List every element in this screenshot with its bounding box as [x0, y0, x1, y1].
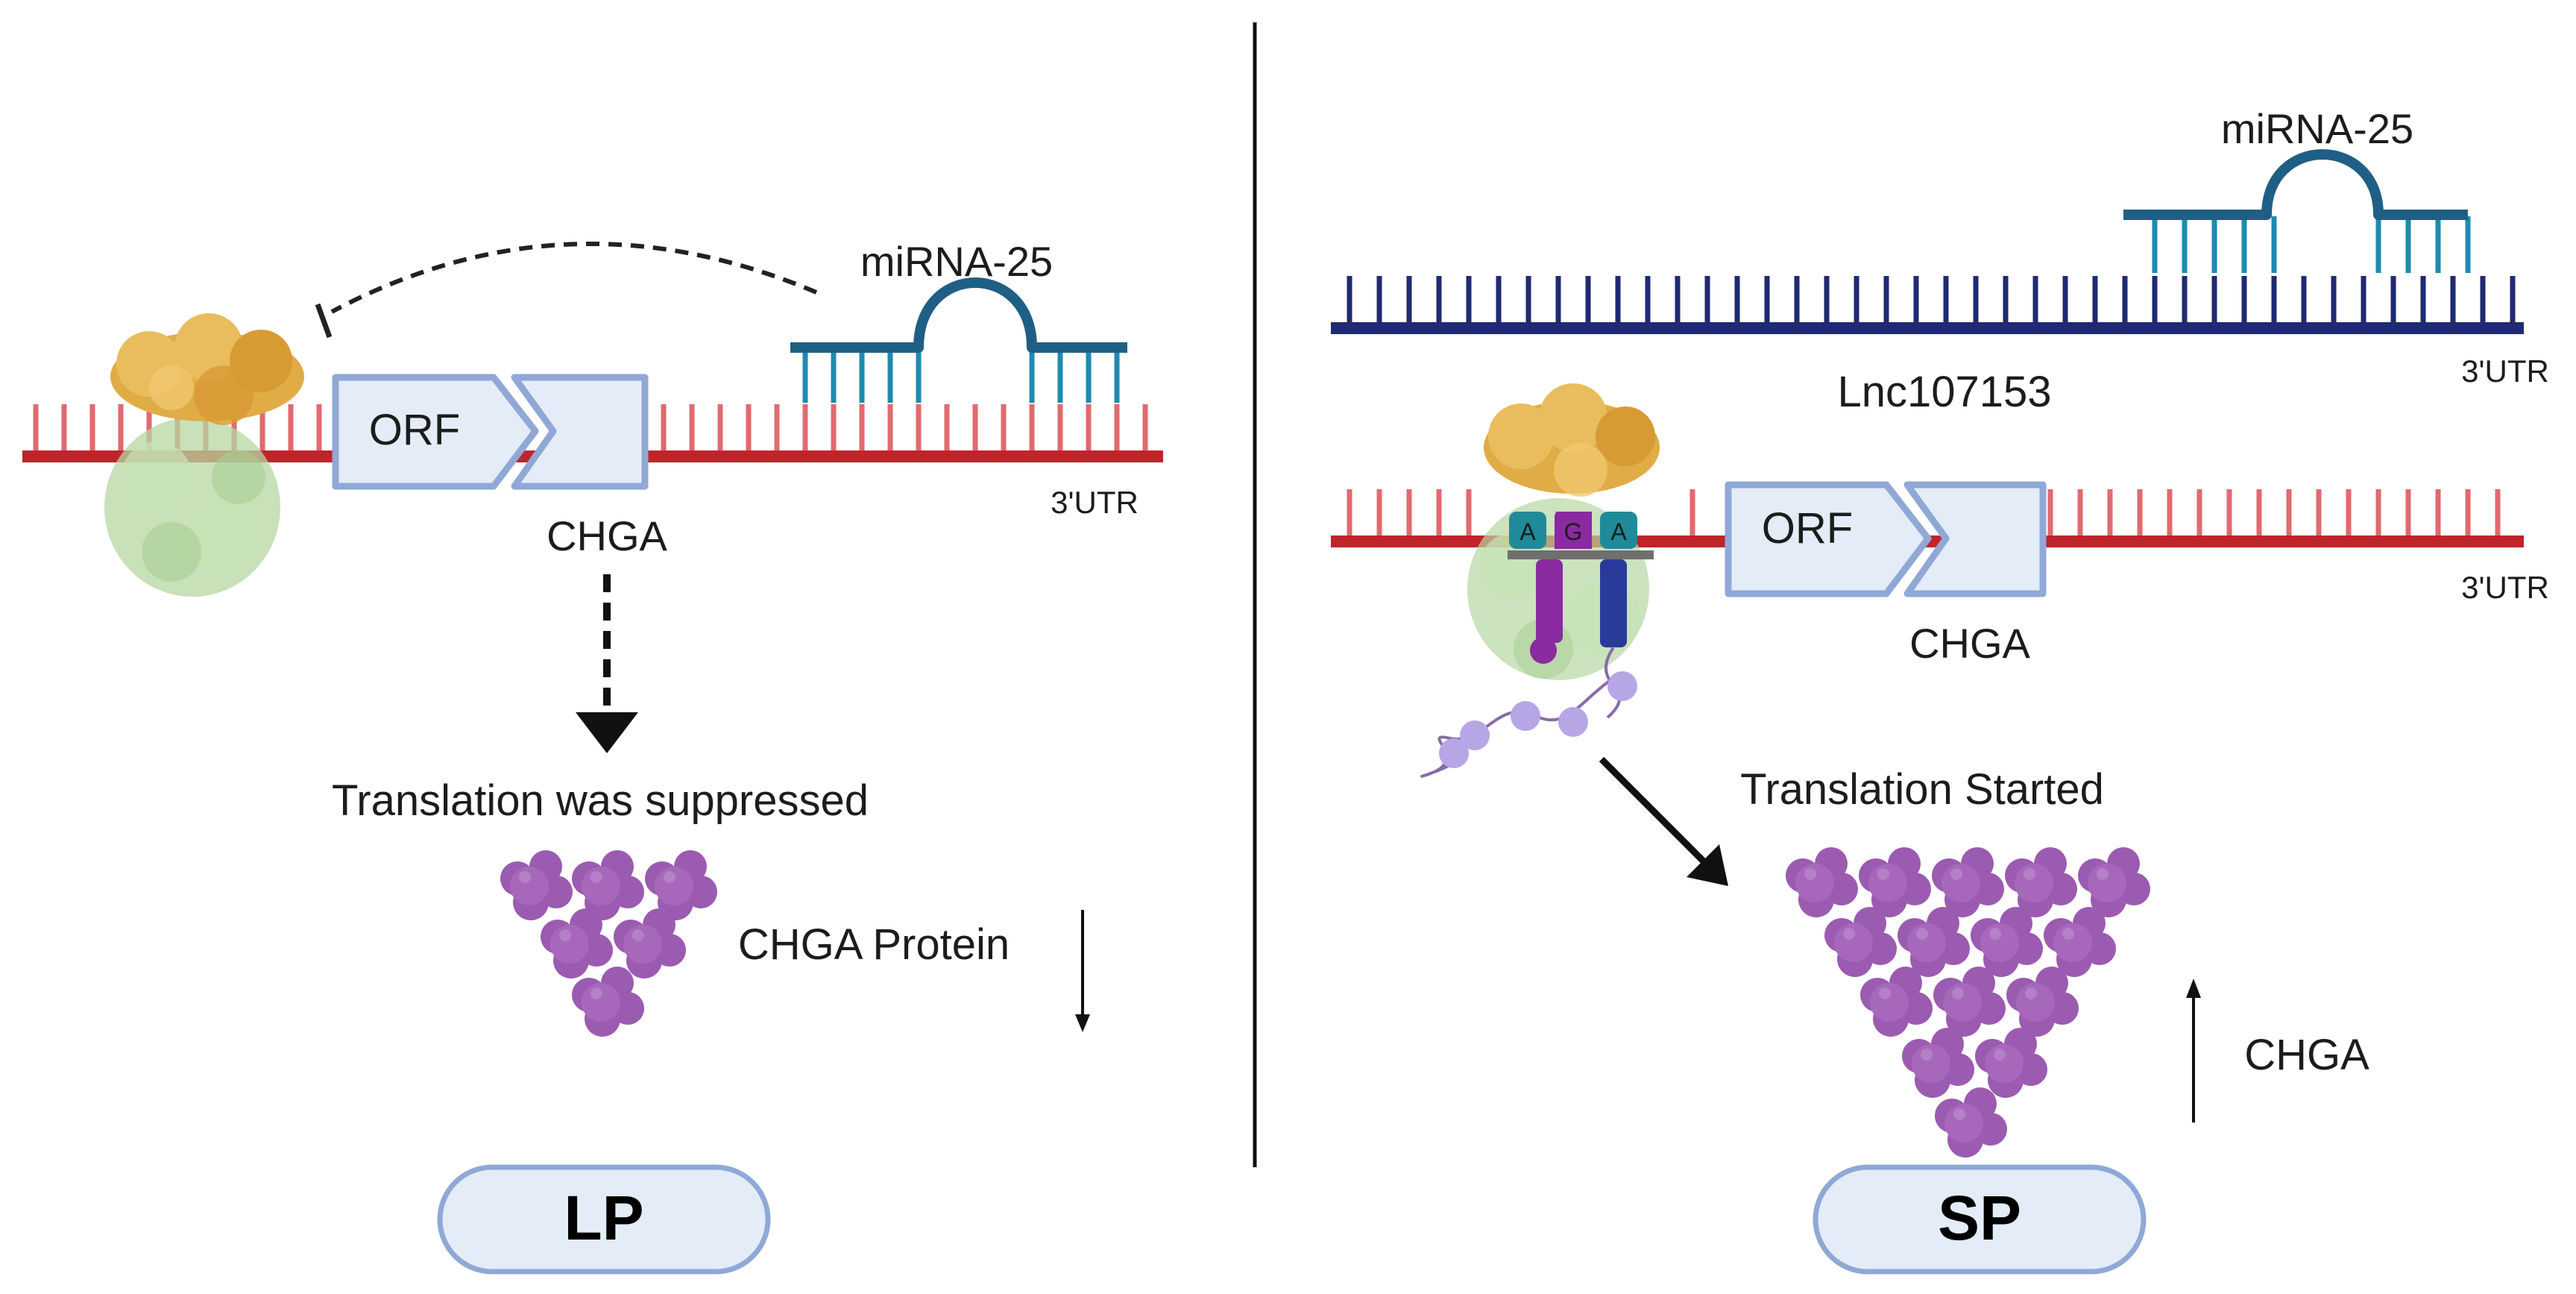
left-protein-cluster	[500, 850, 717, 1037]
right-translation-label: Translation Started	[1740, 765, 2104, 814]
protein-icon	[572, 967, 644, 1037]
protein-icon	[2078, 847, 2150, 917]
left-mirna-teeth	[802, 351, 1120, 403]
left-ribosome-small-subunit	[104, 418, 280, 597]
right-mirna-strand	[2123, 149, 2468, 220]
sp-group-label: SP	[1938, 1183, 2021, 1253]
protein-icon	[2006, 967, 2079, 1037]
protein-icon	[1824, 907, 1897, 977]
protein-icon	[1786, 847, 1858, 917]
inhibition-bar	[315, 303, 333, 339]
left-utr-label: 3'UTR	[1051, 485, 1139, 520]
inhibition-arc	[330, 242, 818, 314]
trna-codon-1: A	[1520, 518, 1536, 545]
protein-icon	[1859, 847, 1931, 917]
left-protein-label: CHGA Protein	[738, 920, 1010, 969]
right-mirna-label: miRNA-25	[2221, 105, 2413, 152]
lnc-utr-label: 3'UTR	[2461, 354, 2549, 389]
left-orf-chevron	[511, 374, 649, 490]
right-orf-chevron	[1903, 481, 2047, 597]
lp-group-pill	[437, 1164, 771, 1275]
protein-icon	[1860, 967, 1933, 1037]
right-mrna-teeth	[1347, 489, 2501, 538]
lp-group-label: LP	[564, 1183, 643, 1253]
trna-codon-3: A	[1610, 518, 1627, 545]
protein-icon	[1898, 907, 1970, 977]
right-orf-label: ORF	[1762, 504, 1853, 553]
right-utr-label: 3'UTR	[2461, 570, 2549, 605]
right-mirna-teeth	[2152, 216, 2471, 273]
right-panel: miRNA-25 Lnc107153 3'UTR	[1331, 105, 2549, 1275]
right-protein-label: CHGA	[2244, 1031, 2369, 1079]
protein-icon	[1933, 967, 2006, 1037]
lnc-rna-teeth	[1347, 276, 2516, 325]
protein-icon	[2044, 907, 2116, 977]
sp-group-pill	[1813, 1164, 2147, 1275]
protein-icon	[1971, 907, 2043, 977]
nascent-peptide-chain	[1420, 671, 1637, 778]
translation-arrow	[1599, 756, 1716, 874]
translation-arrow-head	[1687, 844, 1728, 886]
protein-icon	[500, 850, 573, 920]
right-gene-label: CHGA	[1909, 620, 2030, 667]
left-orf-box	[332, 374, 539, 490]
suppression-arrow-head	[576, 712, 638, 753]
left-panel: miRNA-25 ORF 3'UTR CHGA Translation was …	[22, 238, 1163, 1275]
left-mirna-label: miRNA-25	[860, 238, 1053, 285]
left-mirna-strand	[790, 277, 1127, 353]
protein-icon	[1932, 847, 2004, 917]
lnc-rna-strand	[1331, 322, 2524, 334]
left-orf-label: ORF	[369, 406, 460, 454]
protein-icon	[2005, 847, 2077, 917]
right-orf-box	[1725, 481, 1932, 597]
left-gene-label: CHGA	[547, 512, 667, 559]
trna-complex	[1508, 512, 1654, 719]
decrease-arrow-head	[1075, 1014, 1090, 1032]
trna-codon-2: G	[1564, 518, 1583, 545]
right-ribosome-large-subunit	[1484, 383, 1660, 497]
protein-icon	[1975, 1028, 2047, 1098]
protein-icon	[1935, 1087, 2007, 1158]
left-translation-label: Translation was suppressed	[332, 776, 869, 825]
increase-arrow-head	[2186, 979, 2201, 998]
left-ribosome-large-subunit	[110, 313, 304, 425]
protein-icon	[1902, 1028, 1974, 1098]
right-protein-cluster	[1786, 847, 2150, 1158]
lnc-rna-label: Lnc107153	[1837, 368, 2051, 416]
